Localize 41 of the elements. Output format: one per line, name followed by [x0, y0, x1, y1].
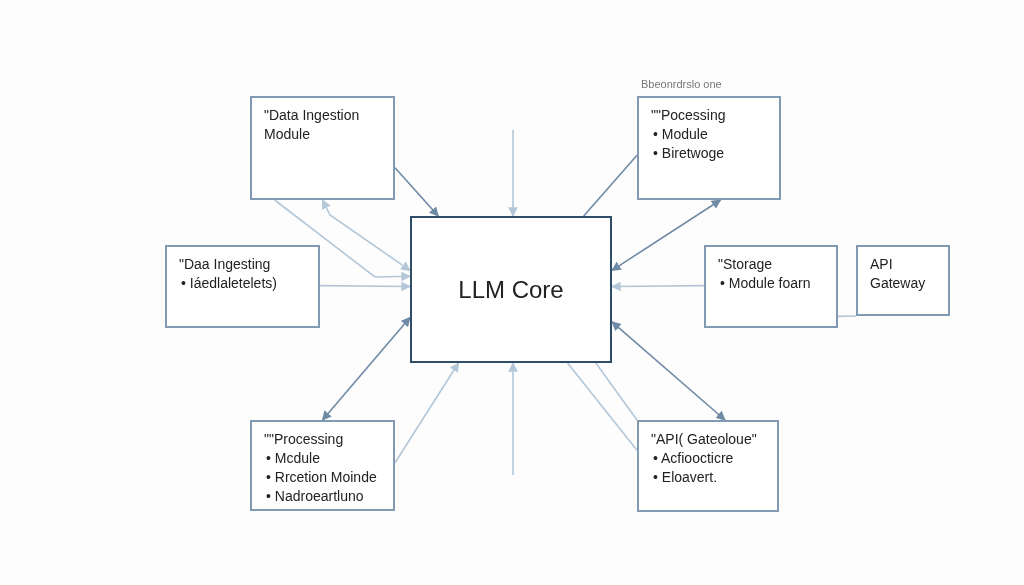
connector-line [837, 315, 857, 318]
arrow [611, 281, 705, 292]
bullet-item: • Acfioocticre [653, 449, 735, 468]
process-box [250, 96, 395, 200]
box-heading: "Storage [718, 255, 773, 274]
process-box [637, 420, 779, 512]
bullet-item: • Rrcetion Moinde [266, 468, 378, 487]
core-title: LLM Core [458, 280, 564, 299]
box-heading: ""Pocessing [651, 106, 727, 125]
box-heading: ""Processing [264, 430, 345, 449]
arrow [321, 316, 411, 421]
bullet-item: • Biretwoge [653, 144, 726, 163]
process-box [704, 245, 838, 328]
bullet-item: • Eloavert. [653, 468, 719, 487]
process-box [637, 96, 781, 200]
box-heading: "Daa Ingesting [179, 255, 272, 274]
arrow [508, 129, 518, 217]
bullet-item: • Nadroeartluno [266, 487, 365, 506]
bullet-item: • Mcdule [266, 449, 321, 468]
arrow [273, 199, 411, 282]
arrow [394, 362, 460, 464]
connector-line [595, 362, 638, 421]
arrow [319, 281, 411, 292]
process-box [856, 245, 950, 316]
process-box [250, 420, 395, 511]
connector-line [582, 154, 638, 217]
box-heading: "Data Ingestion Module [264, 106, 361, 144]
bullet-item: • Iáedlaletelets) [181, 274, 278, 293]
arrow [508, 362, 518, 476]
arrow [321, 199, 411, 272]
box-caption: Bbeonrdrslo one [641, 78, 722, 90]
box-heading: "API( Gateoloue" [651, 430, 758, 449]
bullet-item: • Module [653, 125, 709, 144]
arrow [611, 321, 726, 421]
box-heading: API Gateway [870, 255, 927, 293]
connector-line [566, 362, 638, 452]
core-box [410, 216, 612, 363]
process-box [165, 245, 320, 328]
arrow [394, 166, 440, 217]
bullet-item: • Module foarn [720, 274, 812, 293]
arrow [611, 199, 722, 272]
